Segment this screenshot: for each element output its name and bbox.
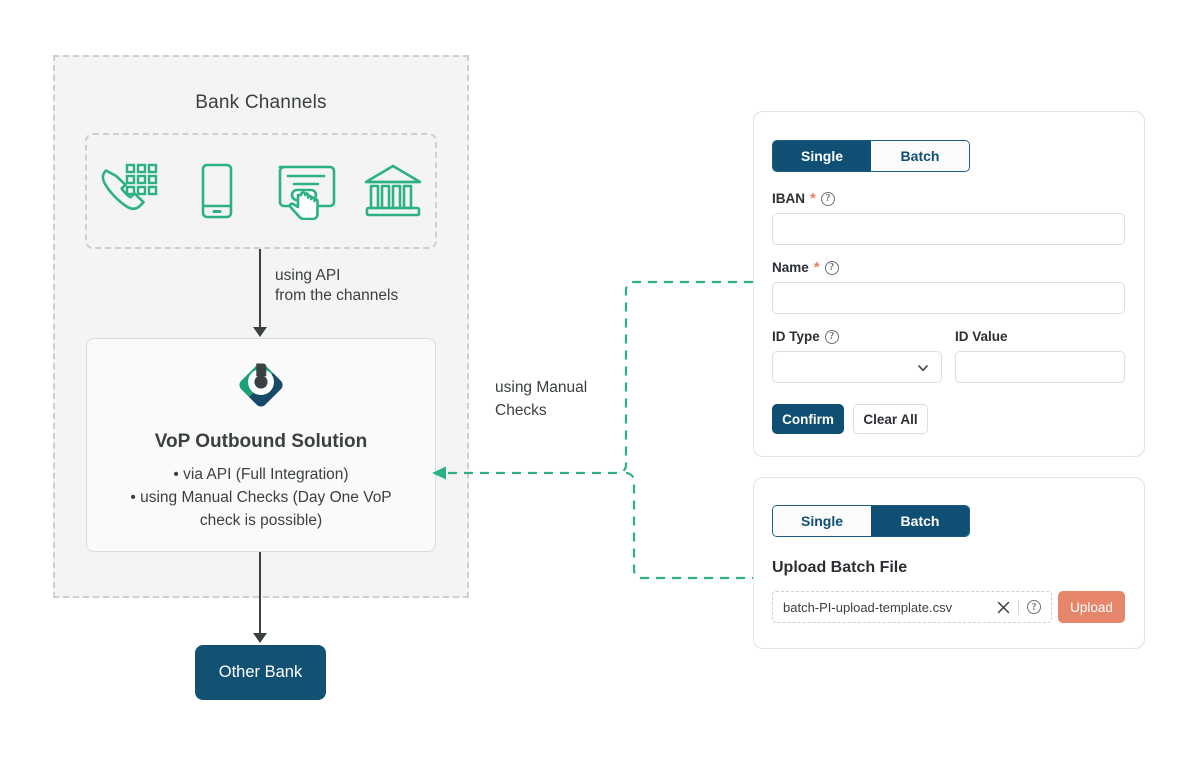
other-bank-arrow-head <box>253 633 267 643</box>
iban-label-text: IBAN <box>772 191 805 206</box>
id-value-input[interactable] <box>955 351 1125 383</box>
using-api-line-1: using API <box>275 267 341 284</box>
manual-checks-label: using Manual Checks <box>495 376 587 422</box>
file-help-icon[interactable]: ? <box>1027 600 1041 614</box>
using-api-label: using API from the channels <box>275 266 398 305</box>
name-input[interactable] <box>772 282 1125 314</box>
manual-checks-line-2: Checks <box>495 402 547 419</box>
iban-label: IBAN * ? <box>772 191 835 206</box>
iban-required-asterisk: * <box>810 189 816 207</box>
close-icon[interactable] <box>997 601 1010 614</box>
iban-help-icon[interactable]: ? <box>820 191 835 206</box>
bank-building-icon <box>360 160 426 222</box>
toggle-single-option-top[interactable]: Single <box>773 141 871 171</box>
upload-button[interactable]: Upload <box>1058 591 1125 623</box>
toggle-single-option-bottom[interactable]: Single <box>773 506 871 536</box>
vop-brand-logo-icon <box>234 360 288 410</box>
phone-keypad-icon <box>96 160 162 222</box>
divider <box>1018 599 1019 615</box>
file-drop-zone[interactable]: batch-PI-upload-template.csv ? <box>772 591 1052 623</box>
upload-batch-file-title: Upload Batch File <box>772 559 908 576</box>
other-bank-node: Other Bank <box>195 645 326 700</box>
name-label: Name * ? <box>772 260 839 275</box>
clear-all-button[interactable]: Clear All <box>853 404 928 434</box>
vop-bullet-list: • via API (Full Integration) • using Man… <box>96 463 426 532</box>
vop-bullet-0: • via API (Full Integration) <box>173 466 349 483</box>
toggle-batch-option-top[interactable]: Batch <box>871 141 969 171</box>
api-flow-arrow-line <box>259 249 261 330</box>
other-bank-arrow-line <box>259 552 261 636</box>
vop-title: VoP Outbound Solution <box>154 431 368 452</box>
toggle-batch-option-bottom[interactable]: Batch <box>871 506 969 536</box>
mobile-phone-icon <box>184 160 250 222</box>
uploaded-file-name: batch-PI-upload-template.csv <box>783 599 953 615</box>
vop-bullet-2: check is possible) <box>199 512 323 529</box>
id-type-label: ID Type ? <box>772 329 839 344</box>
id-type-label-text: ID Type <box>772 329 820 344</box>
bank-channels-title: Bank Channels <box>195 92 327 113</box>
name-help-icon[interactable]: ? <box>824 260 839 275</box>
channels-icon-group-border <box>85 133 437 249</box>
chevron-down-icon[interactable] <box>917 362 929 374</box>
confirm-button[interactable]: Confirm <box>772 404 844 434</box>
manual-checks-line-1: using Manual <box>495 379 588 396</box>
name-label-text: Name <box>772 260 809 275</box>
kiosk-touch-icon <box>272 160 338 222</box>
vop-bullet-1: • using Manual Checks (Day One VoP <box>130 489 392 506</box>
channels-icon-row <box>85 133 437 249</box>
id-value-label-text: ID Value <box>955 329 1008 344</box>
id-type-select[interactable] <box>772 351 942 383</box>
manual-checks-connector <box>432 280 753 580</box>
iban-input[interactable] <box>772 213 1125 245</box>
using-api-line-2: from the channels <box>275 286 399 304</box>
name-required-asterisk: * <box>813 258 820 276</box>
single-batch-toggle-top[interactable]: Single Batch <box>772 140 970 172</box>
api-flow-arrow-head <box>253 327 267 337</box>
id-value-label: ID Value <box>955 329 1008 344</box>
single-batch-toggle-bottom[interactable]: Single Batch <box>772 505 970 537</box>
id-type-help-icon[interactable]: ? <box>824 329 839 344</box>
